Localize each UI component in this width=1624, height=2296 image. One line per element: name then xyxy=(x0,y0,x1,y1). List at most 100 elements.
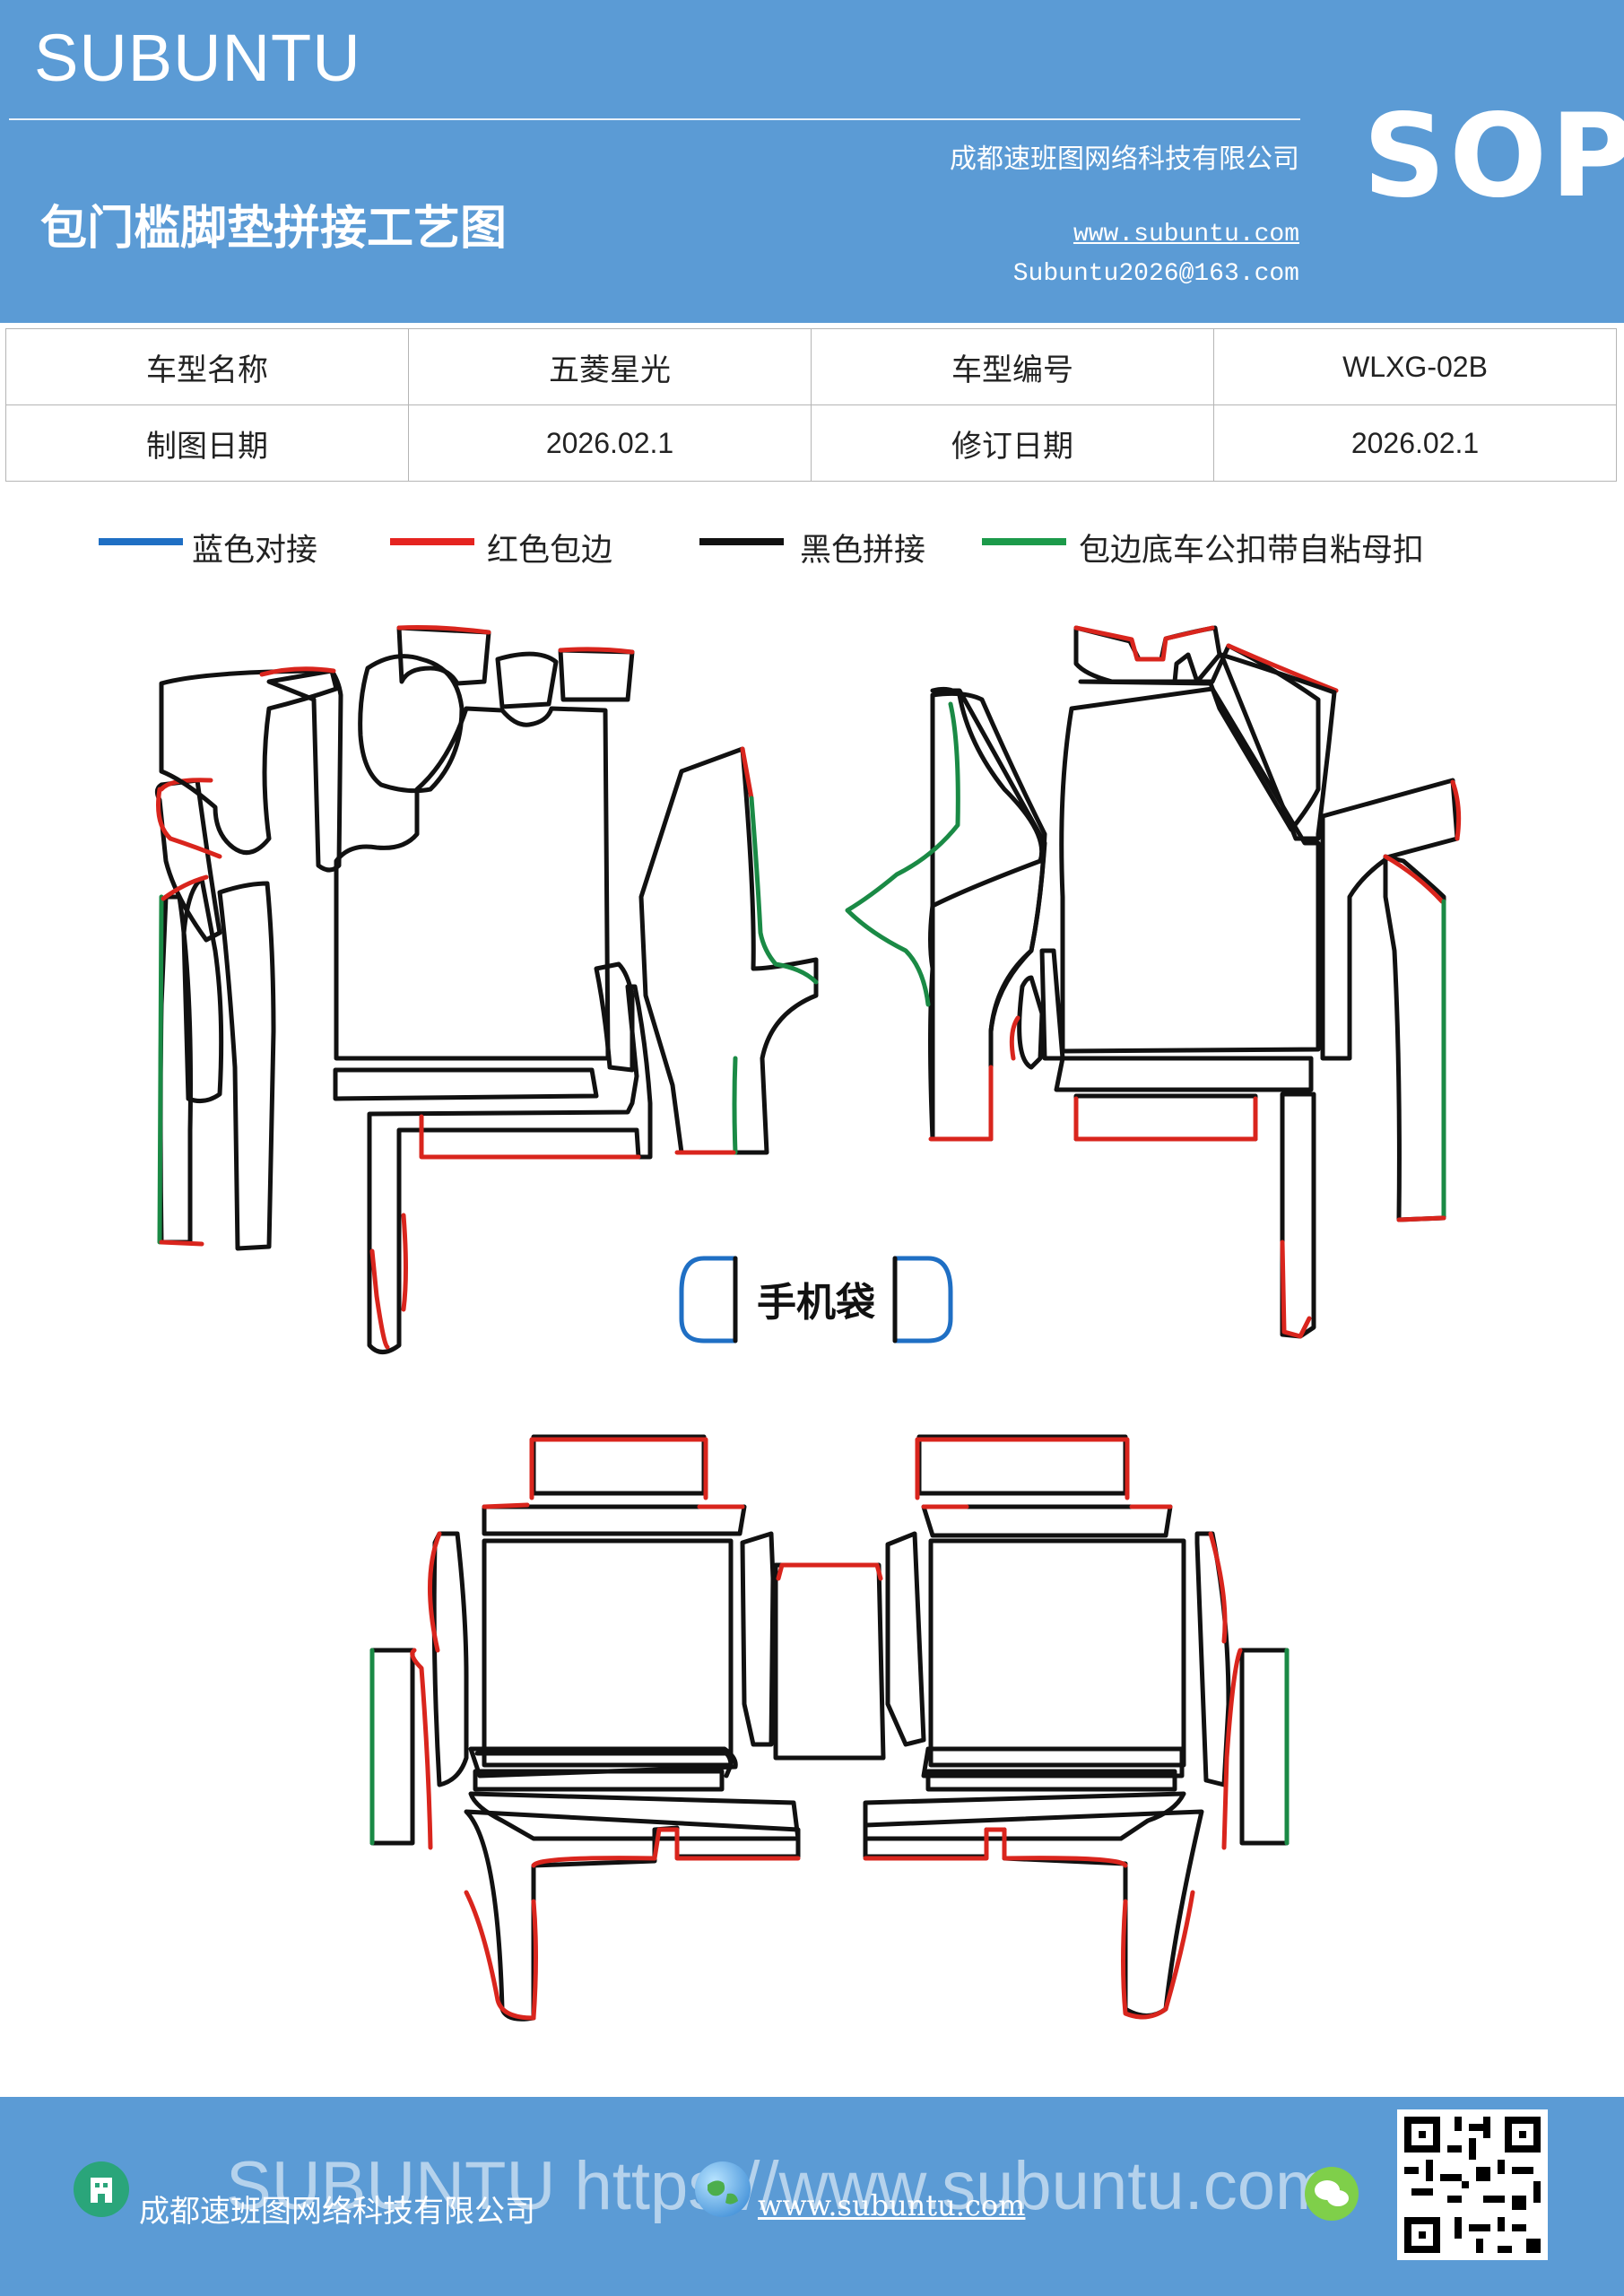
mat-edge xyxy=(259,666,336,677)
mat-piece xyxy=(217,881,276,1251)
revise-date-value: 2026.02.1 xyxy=(1213,404,1617,482)
mat-piece xyxy=(1239,1648,1290,1846)
mat-piece xyxy=(464,1809,801,2022)
sop-badge: SOP xyxy=(1363,90,1624,223)
mat-piece xyxy=(863,1809,1204,2018)
mat-edge xyxy=(396,625,491,635)
mat-piece xyxy=(369,1648,415,1846)
mat-piece xyxy=(482,1538,734,1768)
draw-date-label: 制图日期 xyxy=(5,404,409,482)
mat-piece xyxy=(358,654,465,794)
legend-label: 蓝色对接 xyxy=(192,533,318,569)
mat-piece xyxy=(474,1751,734,1779)
footer-banner: SUBUNTU https://www.subuntu.com 成都速班图网络科… xyxy=(0,2097,1624,2296)
mat-edge xyxy=(915,1437,1130,1500)
mat-edge xyxy=(157,894,164,1245)
mat-edge xyxy=(531,1899,538,2021)
mat-piece xyxy=(531,1434,707,1496)
mat-edge xyxy=(1073,1096,1258,1142)
mat-edge xyxy=(749,796,819,985)
phone-pocket-label: 手机袋 xyxy=(757,1280,875,1326)
mat-piece xyxy=(1219,652,1337,841)
footer-watermark: SUBUNTU https://www.subuntu.com xyxy=(226,2148,1333,2224)
mat-piece xyxy=(594,961,635,1073)
mat-edge xyxy=(1450,779,1462,841)
mat-piece xyxy=(921,1504,1173,1538)
mat-piece xyxy=(396,625,491,686)
revise-date-label: 修订日期 xyxy=(811,404,1214,482)
phone-pocket-left xyxy=(679,1256,738,1344)
mat-edge xyxy=(159,1239,204,1247)
footer-website-link[interactable]: www.subuntu.com xyxy=(758,2188,1026,2222)
info-table: 车型名称 五菱星光 车型编号 WLXG-02B 制图日期 2026.02.1 修… xyxy=(5,328,1617,482)
mat-edge xyxy=(1396,1215,1446,1222)
front-left-main-mat-group xyxy=(333,625,819,1354)
globe-icon xyxy=(695,2161,751,2217)
header-banner: SUBUNTU 包门槛脚垫拼接工艺图 成都速班图网络科技有限公司 www.sub… xyxy=(0,0,1624,323)
mat-edge xyxy=(410,1648,433,1850)
qr-code xyxy=(1397,2109,1548,2260)
mat-piece xyxy=(334,706,611,1061)
mat-piece xyxy=(333,1067,599,1101)
mat-edge xyxy=(776,1562,883,1581)
mat-piece xyxy=(1073,1093,1258,1142)
brand-name: SUBUNTU xyxy=(34,21,361,95)
mat-piece xyxy=(921,1746,1185,1779)
legend-swatch xyxy=(99,538,183,545)
mat-edge xyxy=(1280,1239,1312,1339)
mat-edge xyxy=(845,701,960,1007)
mat-piece xyxy=(1039,948,1065,1061)
legend-swatch xyxy=(699,538,784,545)
mat-edge xyxy=(1221,1648,1243,1850)
legend-label: 包边底车公扣带自粘母扣 xyxy=(1079,533,1425,569)
model-name-value: 五菱星光 xyxy=(408,328,812,405)
mat-edge xyxy=(1073,625,1215,662)
mat-piece xyxy=(928,1538,1186,1768)
document-title: 包门槛脚垫拼接工艺图 xyxy=(40,202,508,256)
mat-piece xyxy=(495,651,559,709)
mat-piece xyxy=(468,1746,738,1779)
mat-edge xyxy=(863,1827,1128,1868)
mat-piece xyxy=(1073,625,1222,684)
mat-piece xyxy=(558,648,635,702)
mat-piece xyxy=(885,1531,926,1747)
mat-edge xyxy=(1121,1890,1195,2020)
mat-edge xyxy=(740,746,754,801)
mat-piece xyxy=(473,1769,725,1792)
wechat-icon xyxy=(1305,2167,1359,2221)
mat-piece xyxy=(1059,686,1321,1054)
phone-pocket-right xyxy=(892,1256,953,1344)
mat-piece xyxy=(916,1434,1128,1496)
mat-piece xyxy=(181,876,224,1104)
mat-edge xyxy=(419,1114,641,1160)
header-divider xyxy=(9,118,1300,120)
mat-piece xyxy=(1194,1531,1231,1787)
model-code-label: 车型编号 xyxy=(811,328,1214,405)
mat-edge xyxy=(482,1502,530,1509)
legend-swatch xyxy=(390,538,474,545)
footer-company: 成都速班图网络科技有限公司 xyxy=(139,2194,535,2230)
rear-mat-group xyxy=(369,1434,1290,2022)
mat-edge xyxy=(464,1890,536,2021)
mat-piece xyxy=(773,1562,886,1761)
mat-piece xyxy=(638,746,819,1155)
building-icon xyxy=(74,2161,129,2217)
mat-piece xyxy=(1383,854,1446,1222)
mat-edge xyxy=(1009,1015,1020,1061)
legend-swatch xyxy=(982,538,1066,545)
phone-pocket-group xyxy=(679,1256,953,1344)
mat-edge xyxy=(161,874,209,901)
website-link[interactable]: www.subuntu.com xyxy=(1073,221,1299,248)
mat-edge xyxy=(369,1248,390,1350)
mat-piece xyxy=(367,984,653,1354)
mat-edge xyxy=(732,1056,738,1155)
mat-piece xyxy=(1054,1056,1314,1092)
mat-piece xyxy=(1017,975,1045,1070)
mat-edge xyxy=(1226,643,1339,693)
model-name-label: 车型名称 xyxy=(5,328,409,405)
front-right-mat-group xyxy=(845,625,1462,1339)
mat-piece xyxy=(928,686,1047,1142)
table-row: 制图日期 2026.02.1 修订日期 2026.02.1 xyxy=(5,404,1617,482)
email-address: Subuntu2026@163.com xyxy=(1012,260,1299,288)
mat-edge xyxy=(401,1213,408,1312)
